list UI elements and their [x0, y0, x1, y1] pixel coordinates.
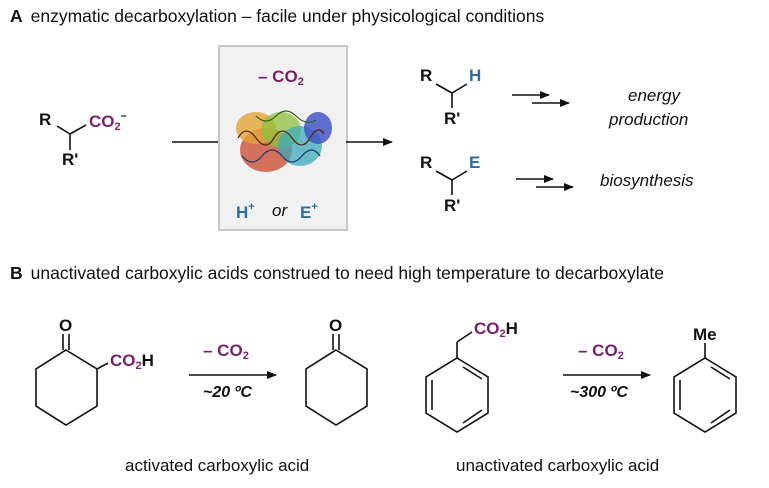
product-top-bond-h: [451, 83, 468, 94]
arrow-left-co-sub: 2: [242, 350, 249, 362]
acid-left-h: H: [141, 351, 154, 370]
section-a-title: enzymatic decarboxylation – facile under…: [30, 6, 545, 26]
outcome-energy: energy: [628, 86, 680, 105]
ketone-oxygen-left: O: [59, 316, 73, 335]
benzene-left-double-2: [462, 409, 483, 424]
toluene-methyl-label: Me: [693, 325, 717, 344]
section-b-title: unactivated carboxylic acids construed t…: [30, 263, 664, 283]
toluene-double-1: [710, 366, 731, 380]
arrow-right-co-sub: 2: [617, 350, 624, 362]
arrow-left-co-text: – CO: [203, 341, 243, 360]
product-bottom-rprime: R': [444, 196, 461, 215]
arrow-left-minus-co2: – CO2: [203, 342, 249, 362]
product-top-r: R: [420, 66, 433, 85]
substrate-r-label: R: [39, 110, 52, 129]
cyclohexanone-ring-product: [305, 349, 368, 426]
substrate-bond-co2: [69, 124, 87, 135]
box-electrophile-label: E+: [300, 201, 318, 222]
substrate-carboxylate-label: CO2–: [89, 111, 127, 133]
benzene-ring-left: [425, 357, 489, 433]
substrate-rprime-label: R': [62, 150, 79, 169]
box-minus-co2: – CO2: [258, 68, 304, 88]
acid-left-co: CO: [110, 351, 136, 370]
substrate-bond-r: [56, 125, 71, 135]
arrow-right-temperature: ~300 ºC: [570, 384, 628, 401]
acid-left-sub: 2: [135, 360, 142, 372]
product-bottom-r: R: [420, 153, 433, 172]
box-minus-co-subscript: 2: [297, 76, 304, 88]
box-h-sup: +: [248, 201, 255, 213]
product-top-rprime: R': [444, 109, 461, 128]
benzyl-bond-2: [456, 331, 473, 343]
toluene-double-2: [710, 409, 731, 424]
caption-activated: activated carboxylic acid: [125, 456, 310, 475]
benzene-ring-toluene: [673, 357, 737, 433]
box-proton-label: H+: [236, 201, 255, 222]
section-a-letter: A: [10, 6, 23, 26]
arrow-left-temperature: ~20 ºC: [203, 384, 252, 401]
acid-right-h: H: [505, 319, 518, 338]
box-e-text: E: [300, 203, 312, 222]
section-b-letter: B: [10, 263, 23, 283]
acid-group-left: CO2H: [110, 352, 154, 372]
arrow-right-minus-co2: – CO2: [578, 342, 624, 362]
product-bottom-bond-e: [451, 170, 468, 181]
acid-right-co: CO: [474, 319, 500, 338]
box-h-text: H: [236, 203, 249, 222]
acid-bond-left: [96, 362, 109, 370]
acid-group-right: CO2H: [474, 320, 518, 340]
outcome-biosynthesis: biosynthesis: [600, 171, 694, 190]
substrate-co-subscript: 2: [114, 121, 121, 133]
ketone-oxygen-product: O: [329, 316, 343, 335]
caption-unactivated: unactivated carboxylic acid: [456, 456, 660, 475]
cyclohexanone-ring-left: [35, 349, 98, 426]
box-or-label: or: [272, 201, 288, 220]
box-minus-co-text: – CO: [258, 67, 298, 86]
enzyme-structure-icon: [236, 110, 332, 172]
outcome-production: production: [609, 110, 689, 129]
box-e-sup: +: [311, 201, 318, 213]
arrow-right-co-text: – CO: [578, 341, 618, 360]
substrate-charge: –: [120, 110, 127, 122]
benzene-left-double-1: [462, 366, 483, 380]
product-bottom-e: E: [469, 153, 481, 172]
product-top-bond-r: [435, 83, 453, 94]
product-bottom-bond-r: [435, 170, 453, 181]
substrate-co-text: CO: [89, 112, 115, 131]
product-top-h: H: [469, 66, 482, 85]
acid-right-sub: 2: [499, 328, 506, 340]
